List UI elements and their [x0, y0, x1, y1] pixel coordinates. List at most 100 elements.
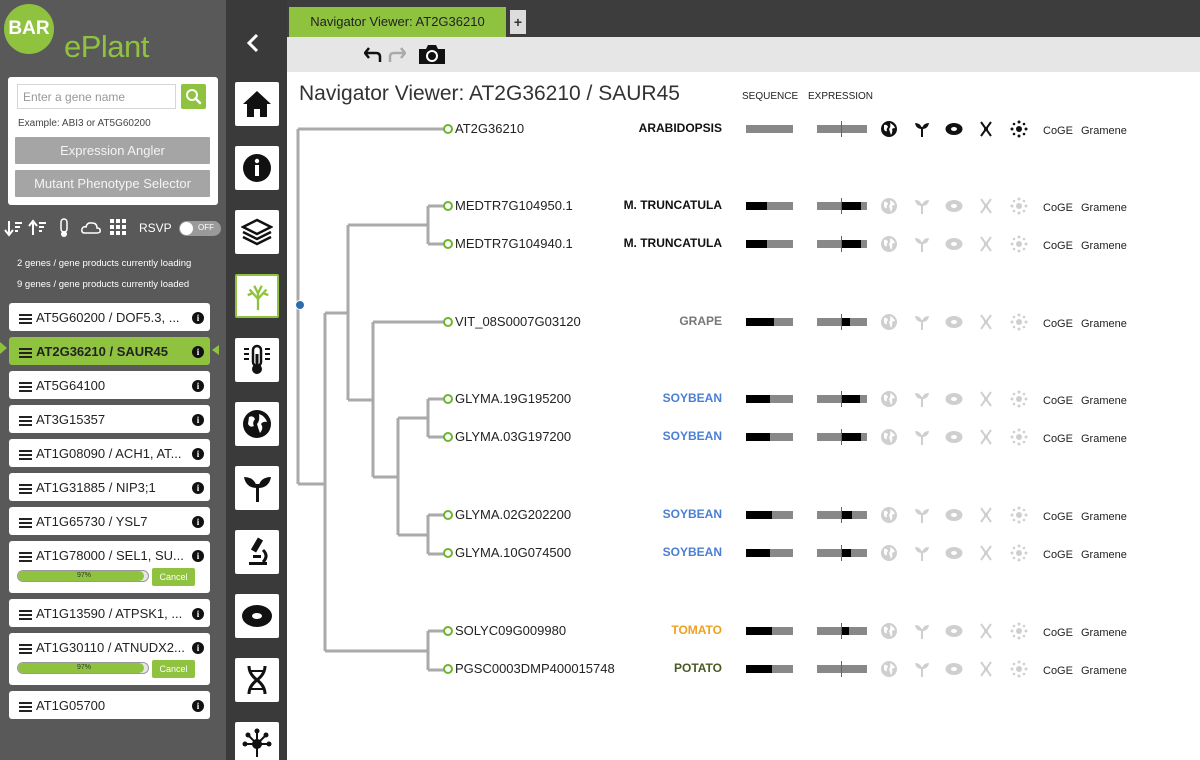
gene-node-icon[interactable]	[443, 664, 453, 674]
drag-handle-icon[interactable]	[19, 552, 32, 562]
interaction-icon[interactable]	[1010, 660, 1028, 683]
redo-icon[interactable]	[386, 45, 406, 63]
expression-bar[interactable]	[817, 661, 867, 677]
chromosome-icon[interactable]	[977, 120, 995, 143]
view-heatmap[interactable]	[235, 338, 279, 382]
world-icon[interactable]	[880, 197, 898, 220]
world-icon[interactable]	[880, 120, 898, 143]
gramene-link[interactable]: Gramene	[1081, 318, 1127, 330]
coge-link[interactable]: CoGE	[1043, 549, 1073, 561]
sequence-similarity-bar[interactable]	[746, 240, 793, 248]
cell-icon[interactable]	[945, 660, 963, 683]
gene-node-icon[interactable]	[443, 239, 453, 249]
view-layers[interactable]	[235, 210, 279, 254]
plant-icon[interactable]	[913, 506, 931, 529]
drag-handle-icon[interactable]	[19, 610, 32, 620]
gene-id-label[interactable]: PGSC0003DMP400015748	[455, 661, 615, 676]
interaction-icon[interactable]	[1010, 622, 1028, 645]
drag-handle-icon[interactable]	[19, 382, 32, 392]
gene-id-label[interactable]: VIT_08S0007G03120	[455, 314, 581, 329]
drag-handle-icon[interactable]	[19, 702, 32, 712]
gramene-link[interactable]: Gramene	[1081, 240, 1127, 252]
gene-id-label[interactable]: MEDTR7G104950.1	[455, 198, 573, 213]
expression-bar[interactable]	[817, 198, 867, 214]
gene-id-label[interactable]: GLYMA.19G195200	[455, 391, 572, 406]
camera-icon[interactable]	[417, 42, 447, 66]
sequence-similarity-bar[interactable]	[746, 318, 793, 326]
gramene-link[interactable]: Gramene	[1081, 433, 1127, 445]
coge-link[interactable]: CoGE	[1043, 511, 1073, 523]
sort-ascending-icon[interactable]	[28, 218, 48, 238]
grid-icon[interactable]	[109, 218, 127, 236]
plant-icon[interactable]	[913, 197, 931, 220]
sequence-similarity-bar[interactable]	[746, 665, 793, 673]
gramene-link[interactable]: Gramene	[1081, 125, 1127, 137]
coge-link[interactable]: CoGE	[1043, 395, 1073, 407]
drag-handle-icon[interactable]	[19, 644, 32, 654]
world-icon[interactable]	[880, 544, 898, 567]
root-node[interactable]	[295, 300, 305, 310]
gene-info-icon[interactable]: i	[192, 312, 204, 324]
drag-handle-icon[interactable]	[19, 314, 32, 324]
sequence-similarity-bar[interactable]	[746, 125, 793, 133]
rsvp-toggle[interactable]: OFF	[179, 221, 221, 236]
gene-node-icon[interactable]	[443, 510, 453, 520]
chromosome-icon[interactable]	[977, 544, 995, 567]
coge-link[interactable]: CoGE	[1043, 433, 1073, 445]
sequence-similarity-bar[interactable]	[746, 395, 793, 403]
gene-node-icon[interactable]	[443, 548, 453, 558]
cell-icon[interactable]	[945, 544, 963, 567]
gene-list-item[interactable]: AT1G08090 / ACH1, AT...i	[9, 439, 210, 467]
expression-bar[interactable]	[817, 391, 867, 407]
plant-icon[interactable]	[913, 235, 931, 258]
expression-bar[interactable]	[817, 507, 867, 523]
drag-handle-icon[interactable]	[19, 348, 32, 358]
interaction-icon[interactable]	[1010, 506, 1028, 529]
expression-bar[interactable]	[817, 314, 867, 330]
chromosome-icon[interactable]	[977, 390, 995, 413]
gene-node-icon[interactable]	[443, 201, 453, 211]
gene-info-icon[interactable]: i	[192, 550, 204, 562]
interaction-icon[interactable]	[1010, 120, 1028, 143]
gene-info-icon[interactable]: i	[192, 700, 204, 712]
sequence-similarity-bar[interactable]	[746, 511, 793, 519]
gramene-link[interactable]: Gramene	[1081, 511, 1127, 523]
gene-id-label[interactable]: GLYMA.02G202200	[455, 507, 572, 522]
sequence-similarity-bar[interactable]	[746, 433, 793, 441]
drag-handle-icon[interactable]	[19, 518, 32, 528]
gene-info-icon[interactable]: i	[192, 346, 204, 358]
mutant-phenotype-selector-button[interactable]: Mutant Phenotype Selector	[15, 170, 210, 197]
cell-icon[interactable]	[945, 428, 963, 451]
coge-link[interactable]: CoGE	[1043, 627, 1073, 639]
view-world[interactable]	[235, 402, 279, 446]
world-icon[interactable]	[880, 313, 898, 336]
search-button[interactable]	[181, 84, 206, 109]
tab-navigator-viewer[interactable]: Navigator Viewer: AT2G36210	[289, 7, 506, 37]
plant-icon[interactable]	[913, 660, 931, 683]
gene-id-label[interactable]: SOLYC09G009980	[455, 623, 567, 638]
world-icon[interactable]	[880, 506, 898, 529]
interaction-icon[interactable]	[1010, 197, 1028, 220]
cancel-load-button[interactable]: Cancel	[152, 660, 195, 678]
cancel-load-button[interactable]: Cancel	[152, 568, 195, 586]
gene-list-item[interactable]: AT5G60200 / DOF5.3, ...i	[9, 303, 210, 331]
gene-node-icon[interactable]	[443, 626, 453, 636]
expression-bar[interactable]	[817, 121, 867, 137]
view-plant[interactable]	[235, 466, 279, 510]
plant-icon[interactable]	[913, 622, 931, 645]
drag-handle-icon[interactable]	[19, 484, 32, 494]
plant-icon[interactable]	[913, 390, 931, 413]
plant-icon[interactable]	[913, 544, 931, 567]
gene-id-label[interactable]: AT2G36210	[455, 121, 525, 136]
coge-link[interactable]: CoGE	[1043, 665, 1073, 677]
interaction-icon[interactable]	[1010, 544, 1028, 567]
gramene-link[interactable]: Gramene	[1081, 665, 1127, 677]
gene-id-label[interactable]: GLYMA.03G197200	[455, 429, 572, 444]
chromosome-icon[interactable]	[977, 313, 995, 336]
